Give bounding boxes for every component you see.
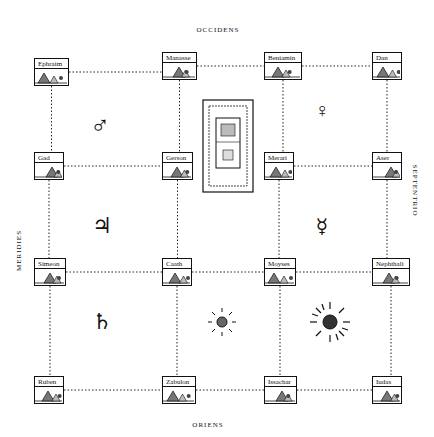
tribe-name: Beniamin — [265, 53, 301, 63]
tent-scene — [373, 269, 408, 285]
dotted-connector — [297, 390, 372, 391]
dotted-connector — [294, 166, 372, 167]
tribe-name: Zabulon — [163, 377, 195, 387]
dotted-connector — [192, 272, 264, 273]
dotted-connector — [50, 286, 51, 376]
tent-scene — [163, 63, 195, 79]
sun-symbol — [208, 308, 236, 336]
dotted-connector — [197, 66, 264, 67]
tribe-name: Iudas — [373, 377, 401, 387]
tribe-box: Gerson — [162, 152, 193, 180]
tent-scene — [35, 387, 62, 403]
tribe-box: Gad — [34, 152, 64, 180]
tent-scene — [373, 387, 400, 403]
dotted-connector — [387, 80, 388, 152]
tribe-name: Issachar — [265, 377, 296, 387]
tent-scene — [35, 163, 62, 179]
tribe-name: Dan — [373, 53, 401, 63]
direction-label: ORIENS — [192, 422, 223, 429]
tribe-name: Moyses — [265, 259, 295, 269]
tribe-box: Aser — [372, 152, 402, 180]
planet-symbol: ♂ — [90, 113, 110, 139]
planet-symbol: ☿ — [316, 216, 328, 236]
dotted-connector — [279, 180, 280, 258]
dotted-connector — [66, 272, 162, 273]
sun-symbol — [310, 302, 350, 342]
planet-symbol: ♀ — [315, 100, 330, 120]
tent-scene — [163, 387, 194, 403]
tribe-box: Merari — [264, 152, 294, 180]
tribe-box: Caath — [162, 258, 192, 286]
dotted-connector — [302, 66, 372, 67]
tribe-name: Nephthali — [373, 259, 409, 269]
tribe-box: Ephraim — [34, 58, 69, 86]
tribe-box: Zabulon — [162, 376, 196, 404]
tent-scene — [163, 269, 190, 285]
tribe-name: Gad — [35, 153, 63, 163]
dotted-connector — [64, 166, 162, 167]
tribe-box: Iudas — [372, 376, 402, 404]
planet-symbol: ♄ — [92, 311, 112, 333]
tent-scene — [265, 63, 300, 79]
tent-scene — [35, 269, 64, 285]
direction-label: SEPTENTRIO — [411, 164, 418, 216]
tent-scene — [35, 69, 67, 85]
dotted-connector — [280, 286, 281, 376]
dotted-connector — [177, 286, 178, 376]
tribe-box: Dan — [372, 52, 402, 80]
tribe-name: Ruben — [35, 377, 63, 387]
direction-label: OCCIDENS — [196, 27, 239, 34]
tribe-box: Ruben — [34, 376, 64, 404]
tribe-box: Issachar — [264, 376, 297, 404]
tribe-box: Moyses — [264, 258, 296, 286]
tribe-name: Simeon — [35, 259, 65, 269]
tent-scene — [265, 163, 292, 179]
dotted-connector — [51, 86, 52, 152]
dotted-connector — [69, 72, 162, 73]
dotted-connector — [283, 80, 284, 152]
tent-scene — [373, 63, 400, 79]
tribe-name: Aser — [373, 153, 401, 163]
dotted-connector — [296, 272, 372, 273]
tribe-box: Nephthali — [372, 258, 410, 286]
tabernacle — [203, 100, 253, 192]
tribe-box: Simeon — [34, 258, 66, 286]
tent-scene — [265, 387, 295, 403]
dotted-connector — [387, 180, 388, 258]
tribe-name: Ephraim — [35, 59, 68, 69]
tribe-name: Caath — [163, 259, 191, 269]
tribe-box: Beniamin — [264, 52, 302, 80]
dotted-connector — [179, 80, 180, 152]
tent-scene — [373, 163, 400, 179]
dotted-connector — [64, 390, 162, 391]
tent-scene — [265, 269, 294, 285]
direction-label: MERIDIES — [17, 229, 24, 270]
dotted-connector — [196, 390, 264, 391]
tribe-name: Merari — [265, 153, 293, 163]
dotted-connector — [177, 180, 178, 258]
planet-symbol: ♃ — [92, 215, 112, 237]
tribe-box: Manasse — [162, 52, 197, 80]
dotted-connector — [49, 180, 50, 258]
dotted-connector — [391, 286, 392, 376]
tent-scene — [163, 163, 191, 179]
tribe-name: Gerson — [163, 153, 192, 163]
tribe-name: Manasse — [163, 53, 196, 63]
